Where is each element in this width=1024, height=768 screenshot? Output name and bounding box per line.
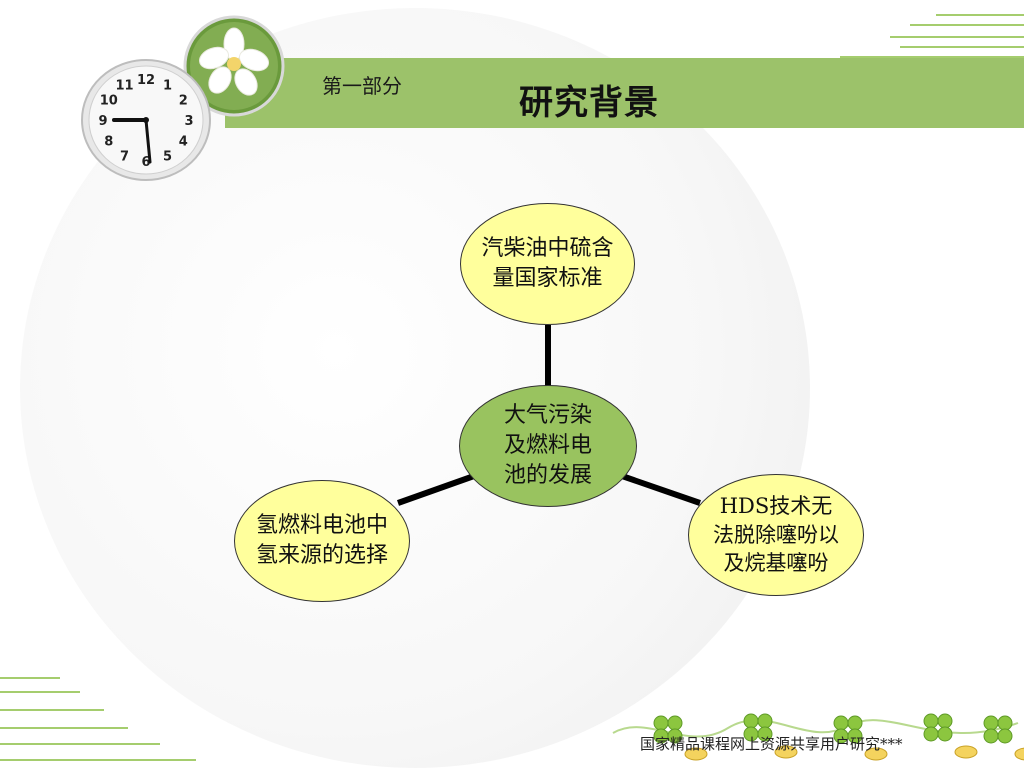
- clock-number-1: 1: [163, 78, 172, 93]
- node-left: 氢燃料电池中 氢来源的选择: [234, 480, 410, 602]
- node-center-line-3: 池的发展: [503, 462, 592, 488]
- node-center-line-1: 大气污染: [503, 403, 592, 429]
- node-right-line-2: 法脱除噻吩以: [713, 522, 839, 547]
- clock-number-4: 4: [179, 135, 188, 150]
- clock-number-8: 8: [104, 135, 113, 150]
- node-center-line-2: 及燃料电: [503, 433, 592, 459]
- flower-icon: [183, 15, 285, 117]
- clover-icon: [653, 715, 708, 761]
- clover-icon: [833, 715, 888, 761]
- node-center: 大气污染 及燃料电 池的发展: [459, 385, 637, 507]
- clover-icon: [743, 713, 798, 759]
- clock-number-12: 12: [137, 73, 155, 88]
- clock-number-10: 10: [100, 94, 118, 109]
- bottom-left-decoration: [0, 677, 196, 761]
- page-title: 研究背景: [519, 83, 659, 123]
- node-right-line-1: HDS技术无: [719, 494, 833, 519]
- node-top-line-1: 汽柴油中硫含: [481, 236, 614, 262]
- clover-icon: [923, 713, 978, 759]
- node-right: HDS技术无 法脱除噻吩以 及烷基噻吩: [688, 474, 864, 596]
- clock-number-2: 2: [179, 94, 188, 109]
- clock-number-5: 5: [163, 150, 172, 165]
- header-band: [225, 58, 1024, 128]
- node-top-line-2: 量国家标准: [492, 266, 603, 291]
- connector-left: [396, 473, 476, 506]
- clock-number-7: 7: [120, 150, 129, 165]
- clock-number-11: 11: [115, 78, 133, 93]
- node-left-line-2: 氢来源的选择: [255, 543, 388, 568]
- clock-number-6: 6: [141, 155, 150, 170]
- top-right-decoration: [840, 14, 1024, 58]
- footer-text: 国家精品课程网上资源共享用户研究***: [640, 735, 903, 753]
- clock-number-3: 3: [184, 114, 193, 129]
- node-right-line-3: 及烷基噻吩: [723, 551, 829, 576]
- connector-right: [621, 473, 701, 506]
- node-top: 汽柴油中硫含 量国家标准: [460, 203, 635, 325]
- node-left-line-1: 氢燃料电池中: [255, 513, 388, 539]
- part-label: 第一部分: [322, 74, 402, 98]
- clover-icon: [983, 715, 1024, 761]
- clover-decoration: [612, 713, 1024, 761]
- clock-number-9: 9: [98, 114, 107, 129]
